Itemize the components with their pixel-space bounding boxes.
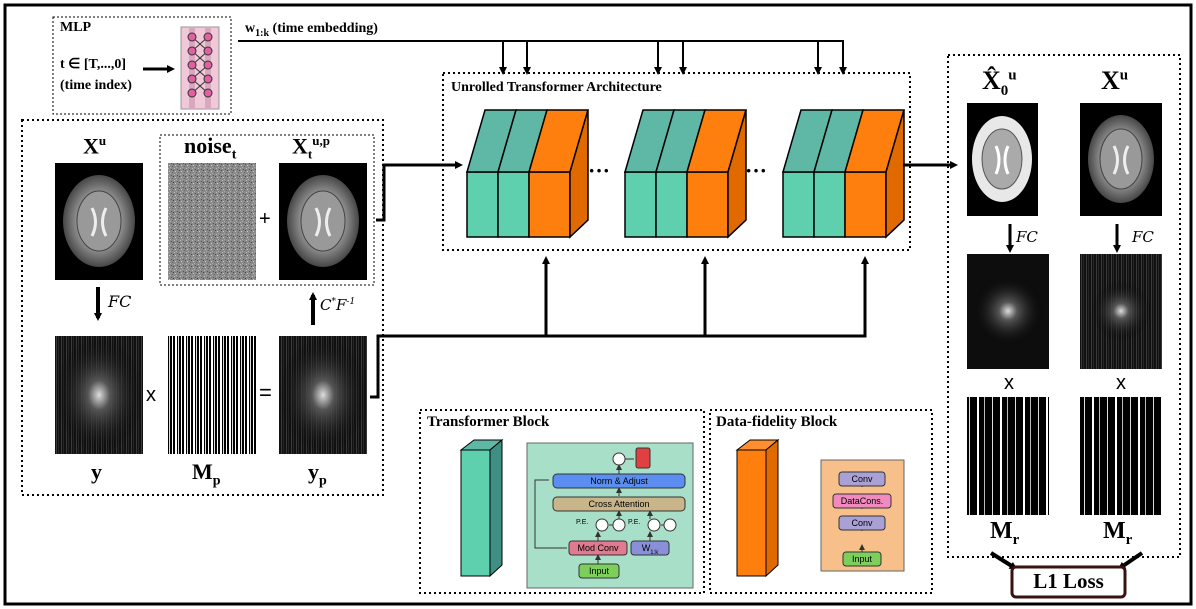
pe-label-1: P.E. <box>576 519 589 526</box>
mp-mask-image <box>168 336 256 454</box>
mr-mask-image-1 <box>967 397 1049 515</box>
xu-output-brain-image <box>1080 103 1162 216</box>
df-input-label: Input <box>851 554 873 564</box>
block-group-side-1 <box>569 109 589 239</box>
y-label: y <box>91 459 102 484</box>
yp-to-blocks-arrows <box>370 256 869 399</box>
df-block-panel <box>709 409 933 594</box>
mp-label: Mp <box>192 459 221 489</box>
mr-label-2: Mr <box>1103 518 1133 548</box>
transformer-block-panel <box>419 409 705 594</box>
ellipsis-1: ··· <box>588 158 611 183</box>
df-cuboid <box>735 438 780 578</box>
l1-loss-box <box>1010 565 1127 599</box>
df-conv-label-1: Conv <box>851 474 873 484</box>
w1k-node-label: W1:k <box>641 543 659 556</box>
x0u-brain-image <box>967 103 1038 216</box>
xu-label: Xu <box>83 133 107 159</box>
noise-label: noiset <box>184 133 237 163</box>
df-slab-front <box>844 171 887 238</box>
pe-label-2: P.E. <box>628 519 641 526</box>
transformer-internal-nodes <box>552 447 686 579</box>
outer-frame <box>3 3 1193 606</box>
mr-label-1: Mr <box>990 518 1020 548</box>
times-sign-right-2: x <box>1116 372 1126 394</box>
transformer-slab-front <box>497 171 530 238</box>
mr-mask-image-2 <box>1080 397 1162 515</box>
transformer-internal-arrows <box>534 458 665 565</box>
fc-label-right-1: FC <box>1016 228 1038 246</box>
df-datacons-label: DataCons. <box>840 496 884 506</box>
df-slab-front <box>528 171 571 238</box>
mlp-network-icon <box>180 26 220 110</box>
transformer-cuboid <box>459 438 504 578</box>
equals-sign: = <box>259 380 272 405</box>
df-conv-label-2: Conv <box>851 518 873 528</box>
transformer-slab-front <box>466 171 499 238</box>
df-internal-nodes <box>832 471 892 567</box>
yp-kspace-image <box>279 336 367 454</box>
cfinv-label: C*F-1 <box>320 296 356 314</box>
times-sign-left: x <box>146 384 156 406</box>
unrolled-blocks <box>466 109 905 239</box>
transformer-slab-front <box>624 171 657 238</box>
xu-brain-image <box>55 163 143 280</box>
input-node-label: Input <box>588 566 610 576</box>
output-box <box>947 54 1181 558</box>
transformer-block-title: Transformer Block <box>427 414 550 430</box>
unrolled-title: Unrolled Transformer Architecture <box>451 80 662 95</box>
time-index-label: (time index) <box>60 78 132 93</box>
time-range-label: t ∈ [T,...,0] <box>60 57 126 72</box>
time-embedding-label: w1:k (time embedding) <box>245 21 378 39</box>
unrolled-box <box>442 72 911 251</box>
ellipsis-2: ··· <box>745 158 768 183</box>
fc-label-right-2: FC <box>1132 228 1154 246</box>
df-slab-front <box>686 171 729 238</box>
mlp-title: MLP <box>60 20 92 35</box>
xu-output-label: Xu <box>1101 66 1129 95</box>
block-group-side-3 <box>885 109 905 239</box>
transformer-slab-front <box>655 171 688 238</box>
left-input-box <box>21 119 384 496</box>
x0u-label: X̂0u <box>982 66 1017 100</box>
x0u-kspace-image <box>967 254 1049 369</box>
times-sign-right-1: x <box>1004 372 1014 394</box>
xtup-label: Xtu,p <box>292 133 330 162</box>
block-group-side-2 <box>727 109 747 239</box>
xtup-brain-image <box>279 163 367 280</box>
yp-label: yp <box>308 459 327 489</box>
time-embedding-arrows <box>238 40 847 75</box>
mr2-to-loss-arrow <box>1117 551 1144 570</box>
transformer-slab-front <box>813 171 846 238</box>
xtup-to-unrolled-arrow <box>376 161 463 222</box>
noise-image <box>168 163 256 280</box>
norm-adjust-label: Norm & Adjust <box>590 476 648 486</box>
transformer-slab-front <box>782 171 815 238</box>
mod-conv-label: Mod Conv <box>577 543 619 553</box>
plus-sign: + <box>259 208 271 230</box>
mr1-to-loss-arrow <box>989 551 1018 570</box>
y-kspace-image <box>55 336 143 454</box>
xu-kspace-image <box>1080 254 1162 369</box>
l1-loss-label: L1 Loss <box>1033 569 1104 593</box>
noise-box <box>159 134 375 286</box>
df-block-title: Data-fidelity Block <box>716 414 838 430</box>
fc-label-left: FC <box>108 292 132 311</box>
cross-attention-label: Cross Attention <box>588 499 650 509</box>
